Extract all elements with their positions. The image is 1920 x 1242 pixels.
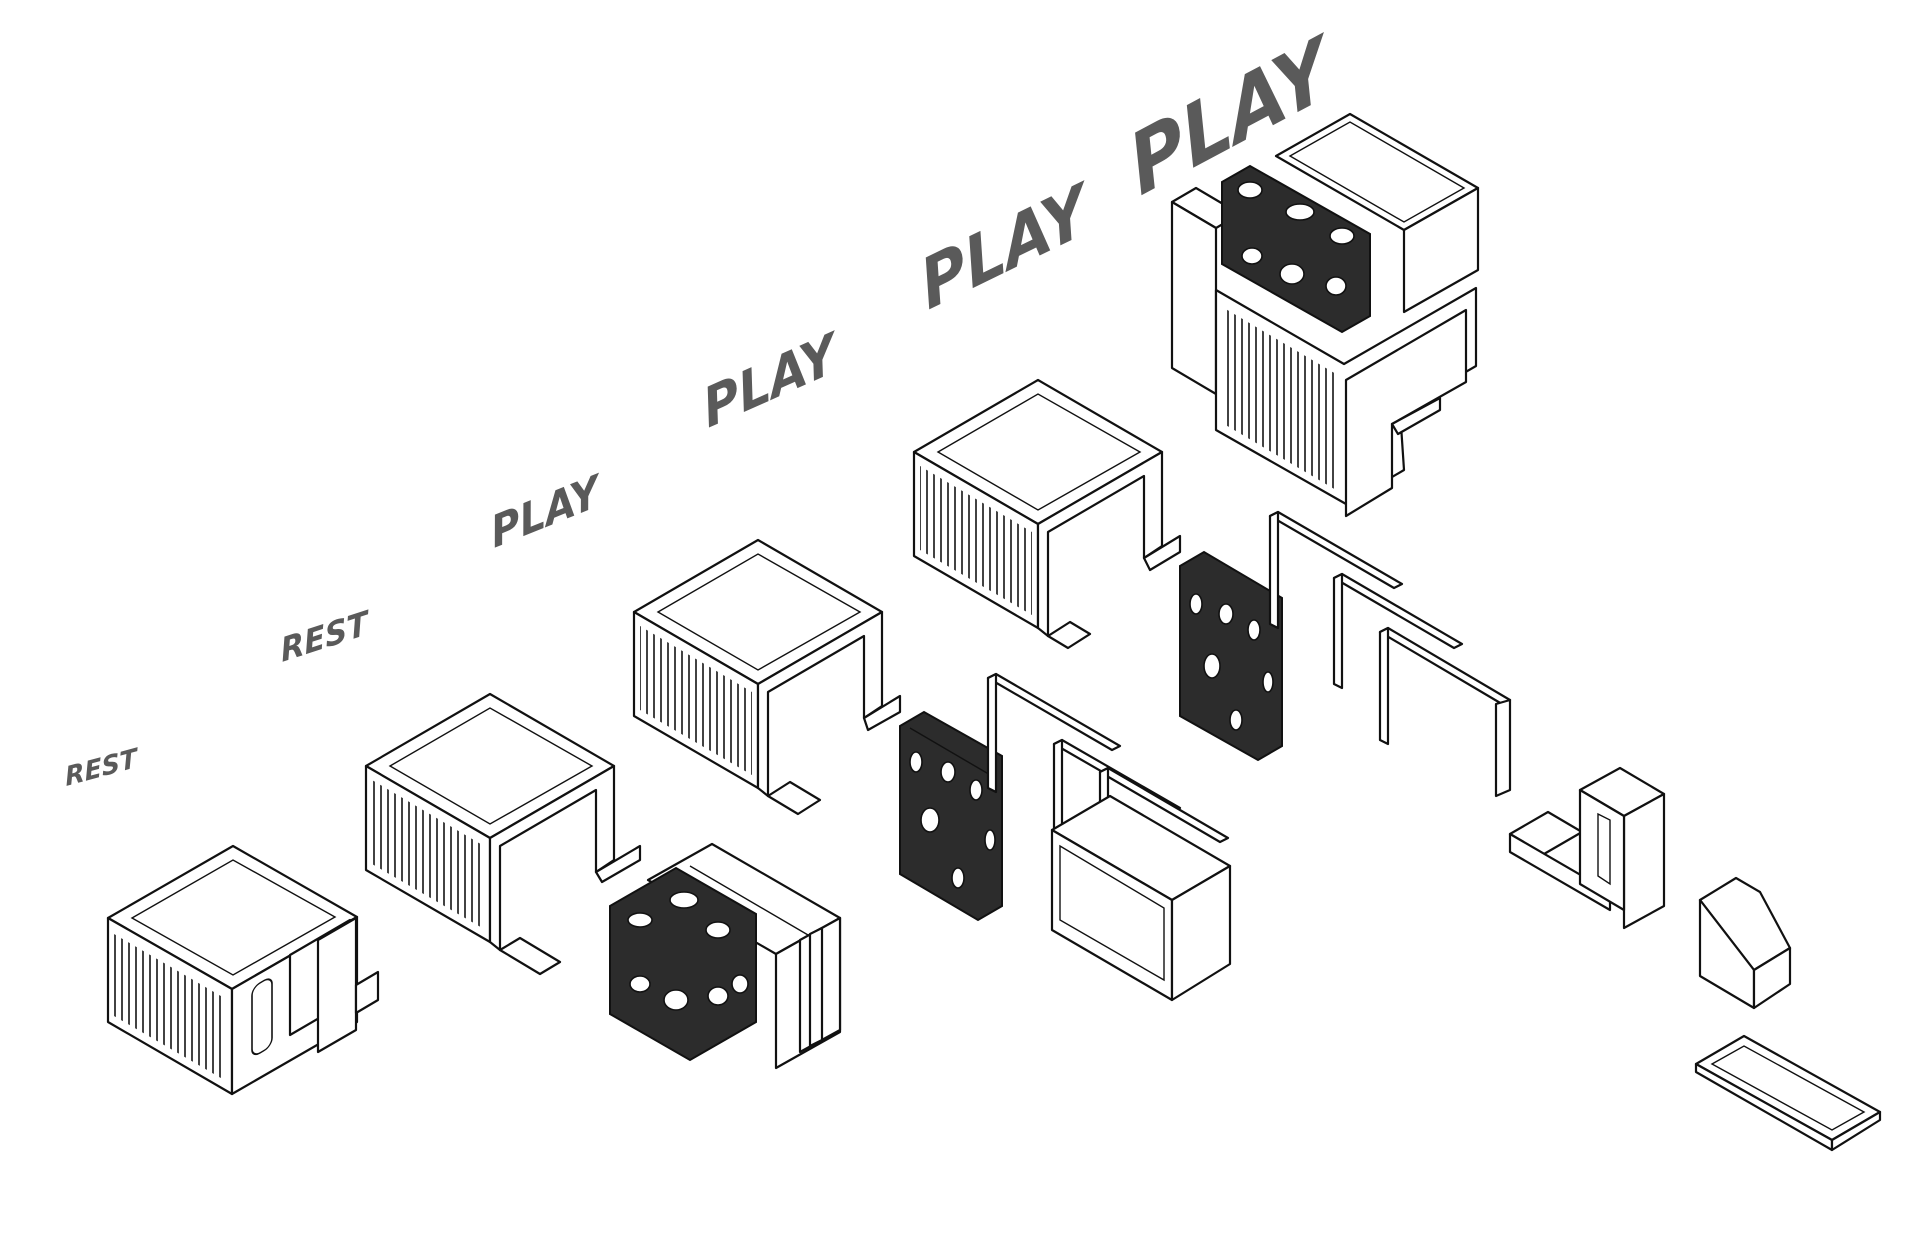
unit-bench-3 [632, 538, 902, 816]
perforated-panel-upper [1179, 550, 1283, 762]
panels-upper [1268, 510, 1512, 798]
tray-frame [1694, 1034, 1882, 1152]
step-block [1508, 766, 1666, 930]
label-play-1: PLAY [487, 465, 607, 559]
unit-bench-2 [364, 692, 642, 976]
label-play-3: PLAY [913, 167, 1100, 326]
label-rest-2: REST [279, 603, 373, 670]
unit-closed-box [106, 844, 380, 1096]
perforated-panel-middle [899, 710, 1003, 922]
label-play-2: PLAY [698, 320, 846, 441]
label-rest-1: REST [64, 743, 140, 793]
panels-middle [986, 672, 1232, 1002]
unit-bench-4 [912, 378, 1182, 650]
unit-assembled-stack [1170, 112, 1480, 518]
wedge-block [1698, 876, 1792, 1010]
unit-perforated-assembly [609, 842, 842, 1070]
